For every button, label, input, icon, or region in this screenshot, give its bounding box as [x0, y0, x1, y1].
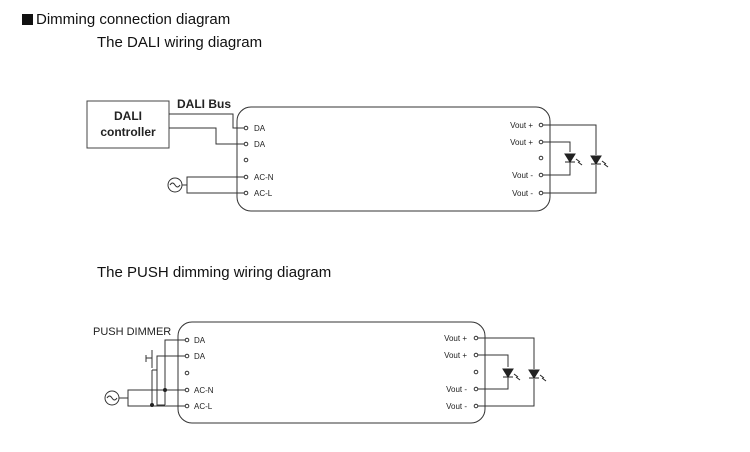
push-in-pin-label: AC-L — [194, 402, 213, 411]
junction-dot — [163, 388, 167, 392]
dali-in-pin-label: AC-N — [254, 173, 274, 182]
push-in-pin-label: DA — [194, 336, 206, 345]
push-out-pin-label: Vout - — [446, 402, 467, 411]
dali-out-pin-label: Vout + — [510, 138, 533, 147]
led-icon — [590, 155, 609, 168]
dali-diagram — [86, 100, 597, 212]
push-diagram-title: The PUSH dimming wiring diagram — [97, 264, 332, 281]
dali-out-pin-label: Vout + — [510, 121, 533, 130]
dali-bus-label: DALI Bus — [177, 97, 231, 111]
push-out-pin-label: Vout - — [446, 385, 467, 394]
dali-controller-label-line2: controller — [100, 125, 156, 139]
dali-in-pin-label: DA — [254, 140, 266, 149]
section-heading: Dimming connection diagram — [22, 11, 230, 28]
dali-out-pin-label: Vout - — [512, 189, 533, 198]
heading-text: Dimming connection diagram — [36, 11, 231, 28]
dali-driver-box — [236, 106, 551, 212]
push-in-pin-label: AC-N — [194, 386, 214, 395]
dali-diagram-title: The DALI wiring diagram — [97, 34, 263, 51]
junction-dot — [150, 403, 154, 407]
push-in-pin-label: DA — [194, 352, 206, 361]
led-icon — [528, 369, 547, 382]
push-out-pin-label: Vout + — [444, 351, 467, 360]
led-icon — [564, 153, 583, 166]
black-square-bullet-icon — [22, 14, 33, 25]
push-diagram — [104, 321, 535, 424]
led-icon — [502, 368, 521, 381]
push-out-pin-label: Vout + — [444, 334, 467, 343]
dali-in-pin-label: AC-L — [254, 189, 273, 198]
dali-out-pin-label: Vout - — [512, 171, 533, 180]
push-driver-box — [177, 321, 486, 424]
dali-controller-box — [86, 100, 170, 149]
dali-in-pin-label: DA — [254, 124, 266, 133]
dali-controller-label-line1: DALI — [114, 109, 142, 123]
push-dimmer-label: PUSH DIMMER — [93, 326, 171, 338]
